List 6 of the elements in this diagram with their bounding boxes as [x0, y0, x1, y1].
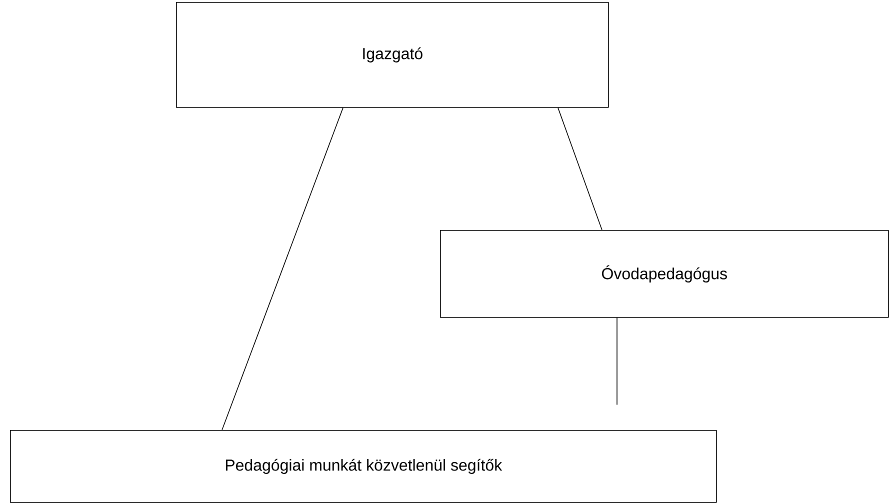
- org-box: Igazgató: [176, 2, 609, 108]
- connector-line: [616, 317, 618, 406]
- org-box: Óvodapedagógus: [440, 230, 889, 318]
- connector-line: [222, 107, 344, 430]
- connector-line: [558, 107, 602, 230]
- org-box: Pedagógiai munkát közvetlenül segítők: [10, 430, 717, 503]
